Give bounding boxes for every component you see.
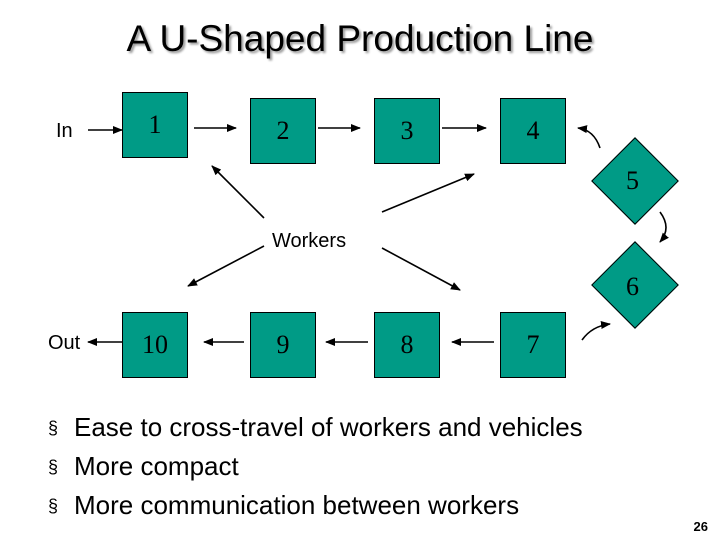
bullet-icon: § [48, 457, 59, 477]
bullet-list: § Ease to cross-travel of workers and veh… [48, 408, 583, 525]
bullet-item: § More communication between workers [48, 486, 583, 525]
bullet-text: More communication between workers [74, 490, 520, 520]
arrow-workers-to-4 [381, 173, 475, 213]
station-3: 3 [374, 98, 440, 164]
station-6: 6 [626, 272, 639, 301]
arrow-workers-to-10 [187, 245, 265, 287]
arrow-workers-to-8 [381, 247, 461, 291]
arrow-5-to-6 [659, 211, 669, 243]
station-8: 8 [374, 312, 440, 378]
station-5: 5 [626, 166, 639, 195]
bullet-text: Ease to cross-travel of workers and vehi… [74, 412, 583, 442]
station-7: 7 [500, 312, 566, 378]
page-number: 26 [693, 519, 708, 534]
output-label: Out [48, 332, 81, 354]
bullet-text: More compact [74, 451, 239, 481]
input-label: In [56, 120, 73, 142]
station-4: 4 [500, 98, 566, 164]
bullet-item: § More compact [48, 447, 583, 486]
station-10: 10 [122, 312, 188, 378]
bullet-icon: § [48, 496, 59, 516]
station-1: 1 [122, 92, 188, 158]
page-title: A U-Shaped Production Line [126, 18, 594, 59]
bullet-item: § Ease to cross-travel of workers and veh… [48, 408, 583, 447]
arrow-6-to-7 [581, 321, 611, 341]
bullet-icon: § [48, 418, 59, 438]
arrow-5-to-4 [577, 125, 601, 149]
station-2: 2 [250, 98, 316, 164]
arrow-workers-to-2 [211, 165, 265, 219]
station-9: 9 [250, 312, 316, 378]
workers-label: Workers [272, 230, 347, 252]
